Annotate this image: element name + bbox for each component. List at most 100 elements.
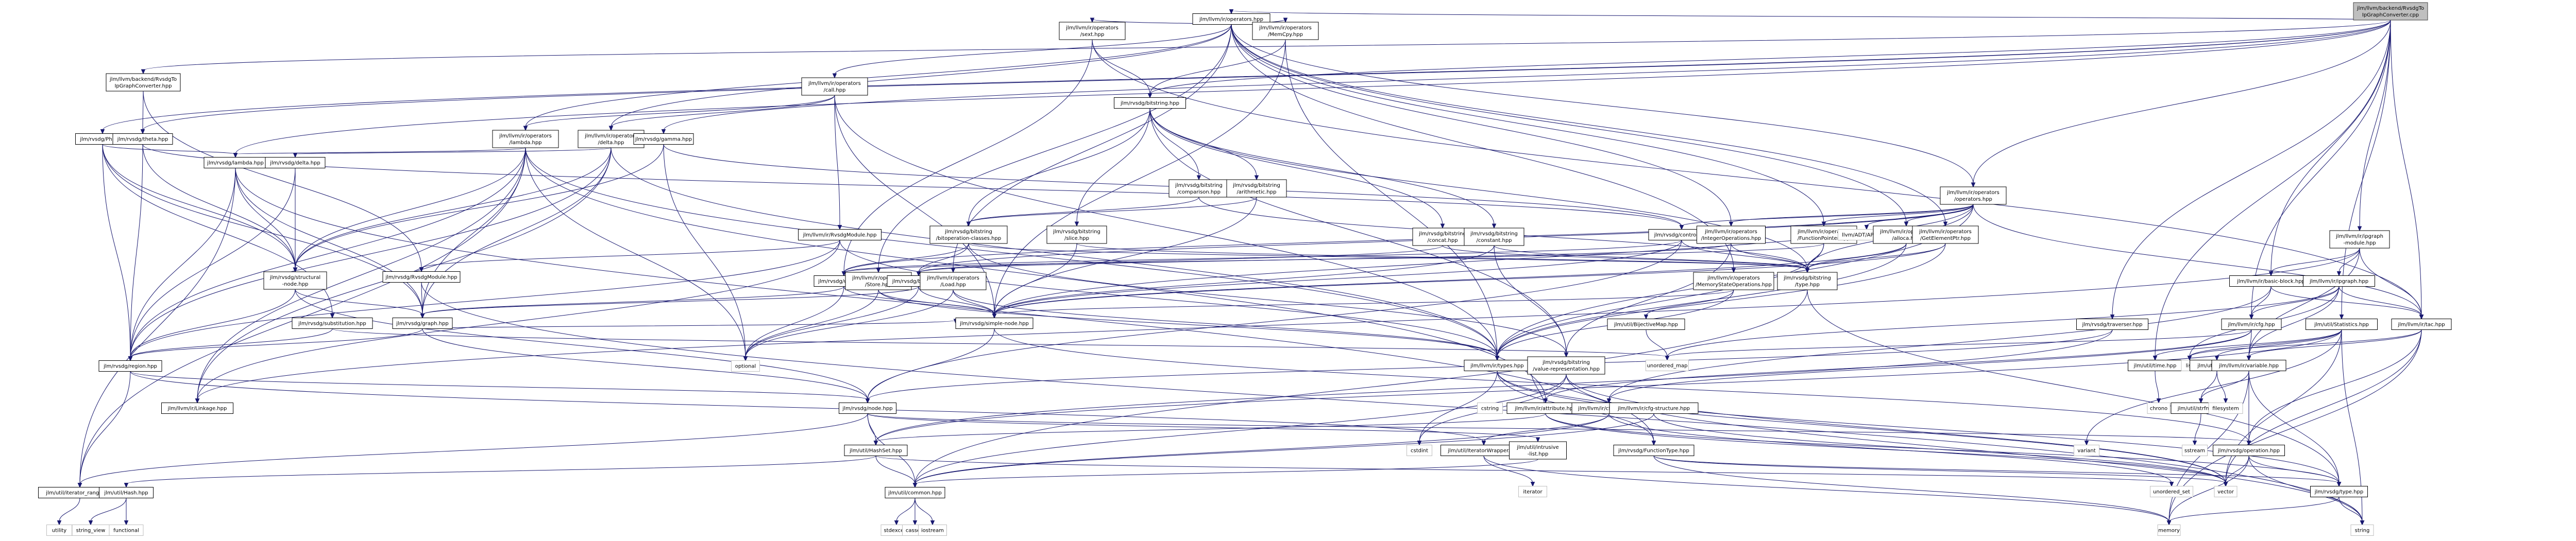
graph-node-bs-type[interactable]: jlm/rvsdg/bitstring/type.hpp: [1777, 272, 1838, 290]
graph-node-operation[interactable]: jlm/rvsdg/operation.hpp: [2213, 445, 2285, 456]
graph-node-op-operators[interactable]: jlm/llvm/ir/operators/operators.hpp: [1940, 186, 2007, 205]
graph-node-bs-valuerep[interactable]: jlm/rvsdg/bitstring/value-representation…: [1527, 356, 1605, 375]
graph-node-op-load[interactable]: jlm/llvm/ir/operators/Load.hpp: [920, 272, 987, 290]
edge-cfg-node-to-common: [914, 413, 1609, 484]
graph-node-memcpy[interactable]: jlm/llvm/ir/operators/MemCpy.hpp: [1252, 22, 1319, 40]
graph-node-bitstring[interactable]: jlm/rvsdg/bitstring.hpp: [1114, 97, 1186, 109]
graph-node-linkage[interactable]: jlm/llvm/ir/Linkage.hpp: [161, 403, 233, 414]
graph-node-substitution[interactable]: jlm/rvsdg/substitution.hpp: [292, 318, 373, 329]
graph-node-statistics[interactable]: jlm/util/Statistics.hpp: [2306, 319, 2378, 330]
graph-node-ipgraph-module[interactable]: jlm/llvm/ir/ipgraph-module.hpp: [2329, 230, 2390, 249]
graph-node-op-lambda[interactable]: jlm/llvm/ir/operators/lambda.hpp: [492, 130, 559, 148]
graph-node-bs-slice[interactable]: jlm/rvsdg/bitstring/slice.hpp: [1046, 225, 1107, 244]
graph-node-cfg[interactable]: jlm/llvm/ir/cfg.hpp: [2221, 319, 2282, 330]
node-label: /concat.hpp: [1427, 238, 1458, 243]
graph-node-op-funcptr[interactable]: jlm/llvm/ir/operators/FunctionPointer.hp…: [1790, 225, 1857, 244]
edge-op-store-to-types: [878, 289, 1498, 357]
node-label: jlm/rvsdg/control.hpp: [1654, 233, 1709, 238]
edge-op-gep-to-types: [1497, 243, 1946, 357]
graph-node-basic-block[interactable]: jlm/llvm/ir/basic-block.hpp: [2229, 275, 2313, 287]
graph-node-rvsdg-type[interactable]: jlm/rvsdg/type.hpp: [2310, 486, 2368, 497]
graph-node-hashset[interactable]: jlm/util/HashSet.hpp: [844, 445, 908, 456]
graph-node-rvsdg-rvsdgmodule[interactable]: jlm/rvsdg/RvsdgModule.hpp: [382, 271, 461, 283]
graph-node-region[interactable]: jlm/rvsdg/region.hpp: [98, 360, 162, 372]
graph-node-cfg-structure[interactable]: jlm/llvm/ir/cfg-structure.hpp: [1609, 403, 1699, 414]
graph-node-intrusive-list[interactable]: jlm/util/intrusive-list.hpp: [1509, 441, 1567, 460]
graph-node-common[interactable]: jlm/util/common.hpp: [885, 487, 945, 498]
edge-ipgraph-module-to-tac: [2359, 248, 2422, 316]
graph-node-graph[interactable]: jlm/rvsdg/graph.hpp: [392, 318, 453, 329]
edge-simple-node-to-node: [867, 328, 995, 400]
arrowhead-icon: [2339, 315, 2344, 320]
graph-node-variable[interactable]: jlm/llvm/ir/variable.hpp: [2211, 360, 2286, 371]
graph-node-sext[interactable]: jlm/llvm/ir/operators/sext.hpp: [1059, 22, 1126, 40]
graph-node-root[interactable]: jlm/llvm/backend/RvsdgToIpGraphConverter…: [2353, 2, 2428, 21]
node-box: [955, 318, 1033, 329]
edge-region-to-iterator-range: [79, 371, 131, 484]
edge-layer: [57, 9, 2424, 526]
graph-node-op-memstate[interactable]: jlm/llvm/ir/operators/MemoryStateOperati…: [1693, 272, 1774, 290]
graph-node-hash[interactable]: jlm/util/Hash.hpp: [99, 487, 154, 498]
edge-basic-block-to-tac: [2270, 286, 2422, 316]
node-box: [918, 525, 947, 536]
arrowhead-icon: [951, 268, 956, 273]
graph-node-gamma[interactable]: jlm/rvsdg/gamma.hpp: [633, 133, 694, 145]
arrowhead-icon: [608, 126, 614, 131]
node-label: jlm/llvm/ir/operators: [852, 275, 905, 281]
node-box: [2329, 230, 2390, 249]
graph-node-bijective[interactable]: jlm/util/BijectiveMap.hpp: [1607, 319, 1685, 330]
edge-op-gep-to-simple-node: [994, 243, 1946, 315]
edge-bs-bitop-to-binary: [918, 243, 969, 273]
node-label: jlm/llvm/ir/operators: [1946, 190, 1999, 196]
graph-node-converter-hpp[interactable]: jlm/llvm/backend/RvsdgToIpGraphConverter…: [106, 73, 181, 92]
arrowhead-icon: [1283, 18, 1288, 23]
graph-node-node[interactable]: jlm/rvsdg/node.hpp: [839, 403, 896, 414]
node-box: [2208, 403, 2243, 414]
node-label: jlm/llvm/backend/RvsdgTo: [109, 77, 177, 82]
edge-op-lambda-to-linkage: [197, 147, 526, 400]
edge-control-to-unary: [843, 240, 1682, 273]
edge-bs-arithmetic-to-bs-bitop: [968, 197, 1257, 223]
graph-node-ipgraph[interactable]: jlm/llvm/ir/ipgraph.hpp: [2303, 275, 2375, 287]
node-box: [2353, 2, 2428, 21]
graph-node-bs-concat[interactable]: jlm/rvsdg/bitstring/concat.hpp: [1412, 228, 1473, 246]
graph-node-bs-arithmetic[interactable]: jlm/rvsdg/bitstring/arithmetic.hpp: [1226, 179, 1287, 198]
node-label: jlm/llvm/ir/operators: [1259, 25, 1312, 31]
graph-node-rvsdg-lambda[interactable]: jlm/rvsdg/lambda.hpp: [204, 157, 267, 168]
node-label: llvm/ADT/APFloat.h: [1842, 233, 1891, 238]
graph-node-op-gep[interactable]: jlm/llvm/ir/operators/GetElementPtr.hpp: [1912, 225, 1979, 244]
graph-node-simple-node[interactable]: jlm/rvsdg/simple-node.hpp: [955, 318, 1033, 329]
graph-node-functiontype[interactable]: jlm/rvsdg/FunctionType.hpp: [1613, 445, 1694, 456]
edge-ipgraph-to-unordered-map: [1667, 286, 2340, 357]
graph-node-bs-constant[interactable]: jlm/rvsdg/bitstring/constant.hpp: [1464, 228, 1524, 246]
arrowhead-icon: [523, 126, 528, 131]
node-label: cassert: [906, 528, 924, 534]
graph-node-operators-main[interactable]: jlm/llvm/ir/operators.hpp: [1192, 13, 1270, 25]
graph-node-time[interactable]: jlm/util/time.hpp: [2128, 360, 2182, 371]
graph-node-theta[interactable]: jlm/rvsdg/theta.hpp: [112, 133, 173, 145]
graph-node-attribute[interactable]: jlm/llvm/ir/attribute.hpp: [1506, 403, 1585, 414]
graph-node-ir-rvsdgmodule[interactable]: jlm/llvm/ir/RvsdgModule.hpp: [798, 229, 882, 240]
graph-node-bs-bitop[interactable]: jlm/rvsdg/bitstring/bitoperation-classes…: [929, 225, 1008, 244]
edge-root-to-basic-block: [2270, 20, 2391, 273]
graph-node-tac[interactable]: jlm/llvm/ir/tac.hpp: [2391, 319, 2452, 330]
node-box: [798, 229, 882, 240]
graph-node-bs-comparison[interactable]: jlm/rvsdg/bitstring/comparison.hpp: [1168, 179, 1229, 198]
node-box: [2150, 486, 2193, 497]
node-label: /MemCpy.hpp: [1268, 32, 1303, 38]
graph-node-structural-node[interactable]: jlm/rvsdg/structural-node.hpp: [263, 271, 327, 290]
graph-node-types[interactable]: jlm/llvm/ir/types.hpp: [1464, 360, 1531, 371]
graph-node-call[interactable]: jlm/llvm/ir/operators/call.hpp: [801, 77, 868, 96]
graph-node-rvsdg-delta[interactable]: jlm/rvsdg/delta.hpp: [265, 157, 326, 168]
arrowhead-icon: [2249, 315, 2254, 320]
arrowhead-icon: [1821, 221, 1826, 227]
node-label: jlm/llvm/ir/tac.hpp: [2397, 322, 2445, 328]
graph-node-op-integer[interactable]: jlm/llvm/ir/operators/IntegerOperations.…: [1697, 225, 1766, 244]
graph-node-traverser[interactable]: jlm/rvsdg/traverser.hpp: [2076, 319, 2148, 330]
edge-root-to-rvsdg-lambda: [235, 20, 2391, 154]
edge-structural-node-to-graph: [295, 289, 423, 315]
arrowhead-icon: [1196, 175, 1201, 181]
edge-unary-to-graph: [422, 286, 844, 315]
edge-rvsdg-lambda-to-region: [130, 168, 236, 358]
graph-node-iterator: iterator: [1518, 486, 1547, 497]
